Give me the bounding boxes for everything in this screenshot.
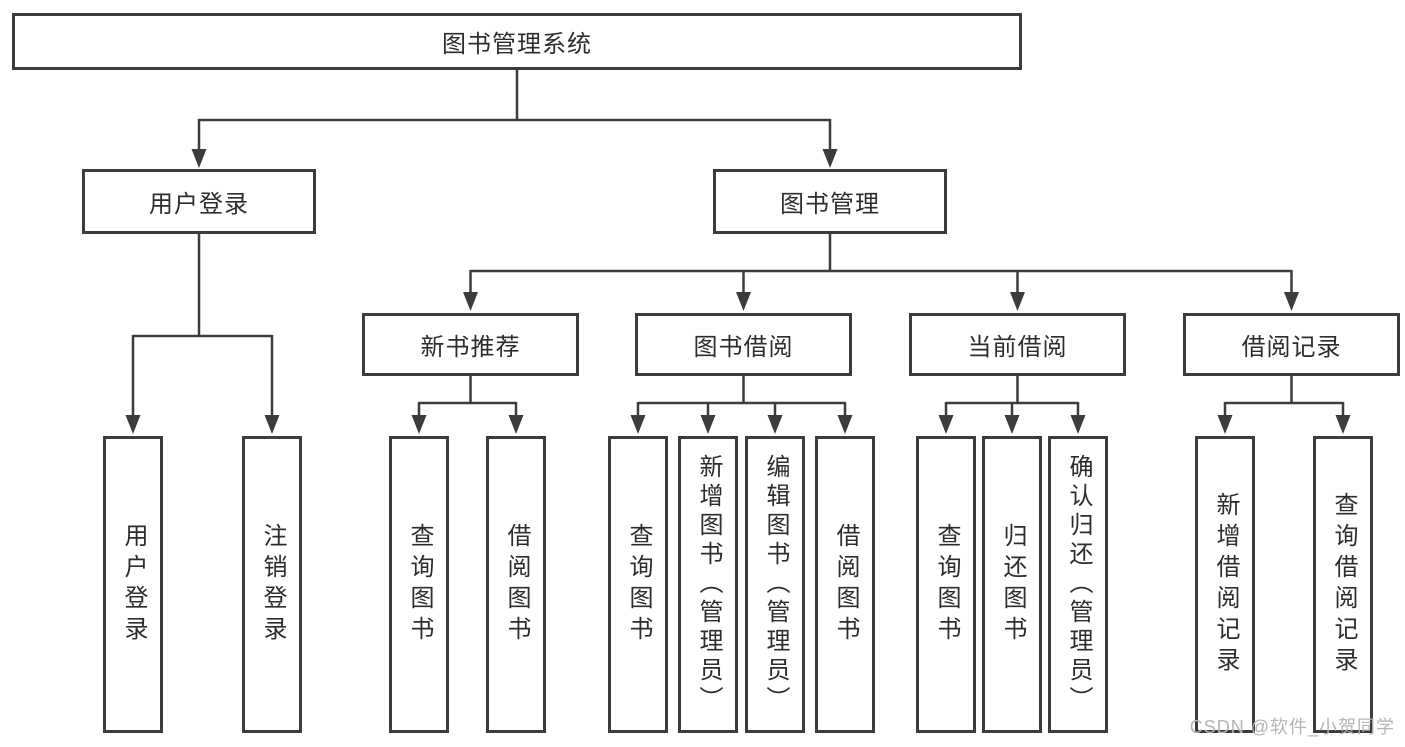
leaf-borrowing-borrow-books: 借阅图书 bbox=[815, 436, 875, 733]
leaf-borrowing-add-book-admin: 新增图书（管理员） bbox=[678, 436, 738, 733]
arrowheads bbox=[125, 149, 1351, 434]
leaf-current-return-books: 归还图书 bbox=[982, 436, 1042, 733]
leaf-borrowing-query-books: 查询图书 bbox=[608, 436, 668, 733]
connector-stems bbox=[131, 70, 1345, 417]
node-new-book-recommendation: 新书推荐 bbox=[362, 313, 579, 376]
node-library-management-system: 图书管理系统 bbox=[12, 13, 1022, 70]
leaf-newbooks-borrow-books: 借阅图书 bbox=[486, 436, 546, 733]
leaf-borrowing-edit-book-admin: 编辑图书（管理员） bbox=[745, 436, 805, 733]
leaf-current-query-books: 查询图书 bbox=[916, 436, 976, 733]
node-book-management: 图书管理 bbox=[713, 169, 947, 234]
leaf-current-confirm-return-admin: 确认归还（管理员） bbox=[1048, 436, 1108, 733]
leaf-records-query-borrow-record: 查询借阅记录 bbox=[1313, 436, 1373, 733]
leaf-newbooks-query-books: 查询图书 bbox=[389, 436, 449, 733]
node-borrowing-records: 借阅记录 bbox=[1183, 313, 1400, 376]
node-current-borrowing: 当前借阅 bbox=[909, 313, 1126, 376]
node-user-login: 用户登录 bbox=[82, 169, 316, 234]
leaf-records-add-borrow-record: 新增借阅记录 bbox=[1195, 436, 1255, 733]
leaf-user-login: 用户登录 bbox=[103, 436, 163, 733]
watermark-csdn: CSDN @软件_小贺同学 bbox=[1189, 717, 1395, 737]
node-book-borrowing: 图书借阅 bbox=[635, 313, 852, 376]
leaf-logout: 注销登录 bbox=[242, 436, 302, 733]
